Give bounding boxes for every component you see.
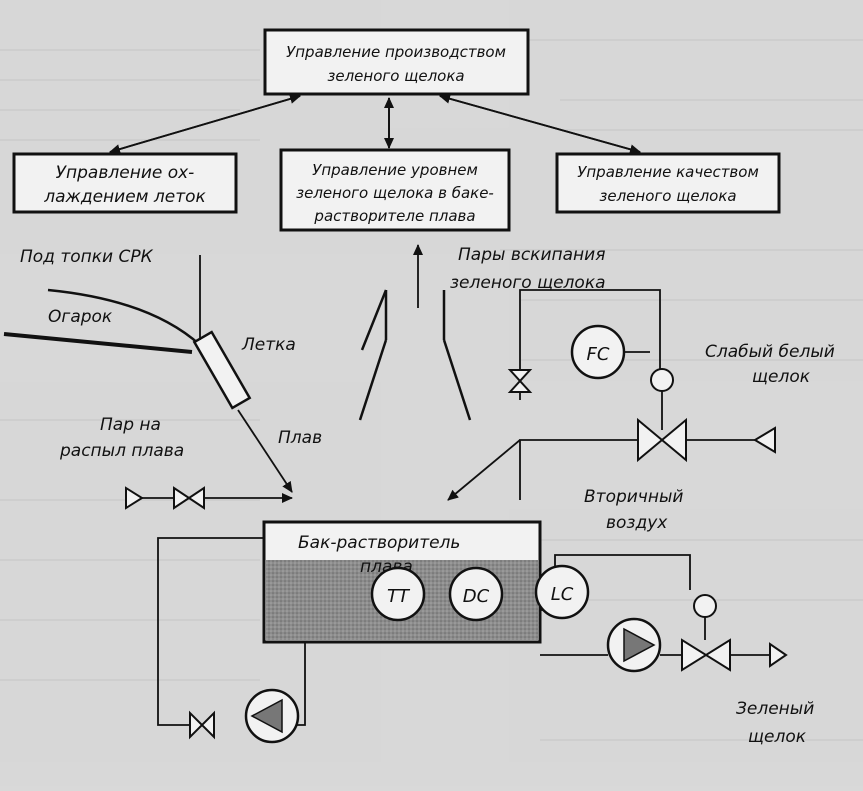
label-smelt: Плав (278, 428, 322, 448)
stack-left-top (360, 289, 388, 351)
recirc-pipe-left (157, 537, 264, 726)
green-liquor-control-valve (681, 638, 731, 672)
label-vapors-line2: зеленого щелока (450, 273, 606, 293)
dc-label: DC (463, 586, 490, 607)
box-cooling-line2: лаждением леток (43, 187, 206, 207)
box-cooling-line1: Управление ох- (56, 163, 195, 183)
box-cooling-control: Управление ох- лаждением леток (12, 152, 238, 214)
box-level-line3: растворителе плава (313, 207, 475, 225)
recirc-valve (189, 710, 215, 740)
label-weak-liquor-line2: щелок (752, 367, 811, 387)
steam-source-marker (125, 486, 144, 510)
label-secondary-air-line1: Вторичный (584, 487, 683, 507)
lc-label: LC (551, 584, 574, 605)
label-vapors-line1: Пары вскипания (458, 245, 605, 265)
furnace-floor-curve (47, 288, 201, 346)
label-green-liquor-line1: Зеленый (736, 699, 814, 719)
recirc-pump-impeller (250, 698, 283, 734)
lc-instrument (534, 564, 590, 620)
arrow-from-quality (439, 93, 641, 153)
weak-liquor-line: FC Слабый белый щелок (447, 289, 835, 501)
green-liquor-actuator (693, 594, 717, 618)
tank-label-line1: Бак-растворитель (298, 533, 460, 553)
green-pump-impeller (623, 627, 656, 663)
fc-label: FC (587, 344, 610, 365)
green-liquor-outlet (769, 642, 788, 668)
cinder-line (3, 332, 193, 354)
label-cinder: Огарок (48, 307, 113, 327)
box-level-line1: Управление уровнем (312, 161, 478, 179)
weak-liquor-inlet (753, 426, 776, 454)
label-secondary-air-line2: воздух (606, 513, 668, 533)
label-spout: Летка (241, 335, 296, 355)
box-quality-line2: зеленого щелока (599, 187, 736, 205)
label-green-liquor-line2: щелок (748, 727, 807, 747)
box-production-line1: Управление производством (286, 43, 506, 61)
fc-instrument (570, 324, 626, 380)
label-weak-liquor-line1: Слабый белый (705, 342, 835, 362)
recirculation-loop (157, 537, 306, 744)
steam-line: Пар на распыл плава (59, 415, 293, 510)
smelt-flow-arrow (237, 409, 293, 493)
spout-tube (192, 330, 252, 410)
box-quality-line1: Управление качеством (577, 163, 759, 181)
arrow-from-cooling (109, 94, 301, 153)
box-quality-control: Управление качеством зеленого щелока (555, 152, 781, 214)
steam-valve (173, 486, 205, 510)
weak-liquor-arrow (447, 439, 521, 501)
label-steam-line2: распыл плава (59, 441, 184, 461)
weak-liquor-actuator (650, 368, 674, 392)
furnace-area: Под топки СРК Огарок Летка Плав (3, 247, 322, 493)
tt-label: TT (387, 586, 411, 607)
control-arrows (109, 93, 641, 155)
secondary-air: Вторичный воздух (584, 487, 683, 533)
box-production-control: Управление производством зеленого щелока (263, 28, 530, 96)
green-liquor-line: LC Зеленый щелок (534, 554, 814, 747)
weak-liquor-control-valve (637, 417, 687, 463)
dc-instrument (448, 566, 504, 622)
vent-stack: Пары вскипания зеленого щелока (358, 244, 606, 421)
box-production-line2: зеленого щелока (327, 67, 464, 85)
label-furnace: Под топки СРК (20, 247, 154, 267)
label-steam-line1: Пар на (100, 415, 161, 435)
box-level-line2: зеленого щелока в баке- (296, 184, 494, 202)
stack-left-bottom (358, 339, 388, 421)
stack-right-bottom (442, 339, 472, 421)
fc-signal-line (519, 289, 661, 400)
dissolving-tank: Бак-растворитель плава TT DC (262, 520, 542, 644)
box-level-control: Управление уровнем зеленого щелока в бак… (279, 148, 511, 232)
tt-instrument (370, 566, 426, 622)
weak-liquor-valve-vertical (507, 369, 533, 393)
